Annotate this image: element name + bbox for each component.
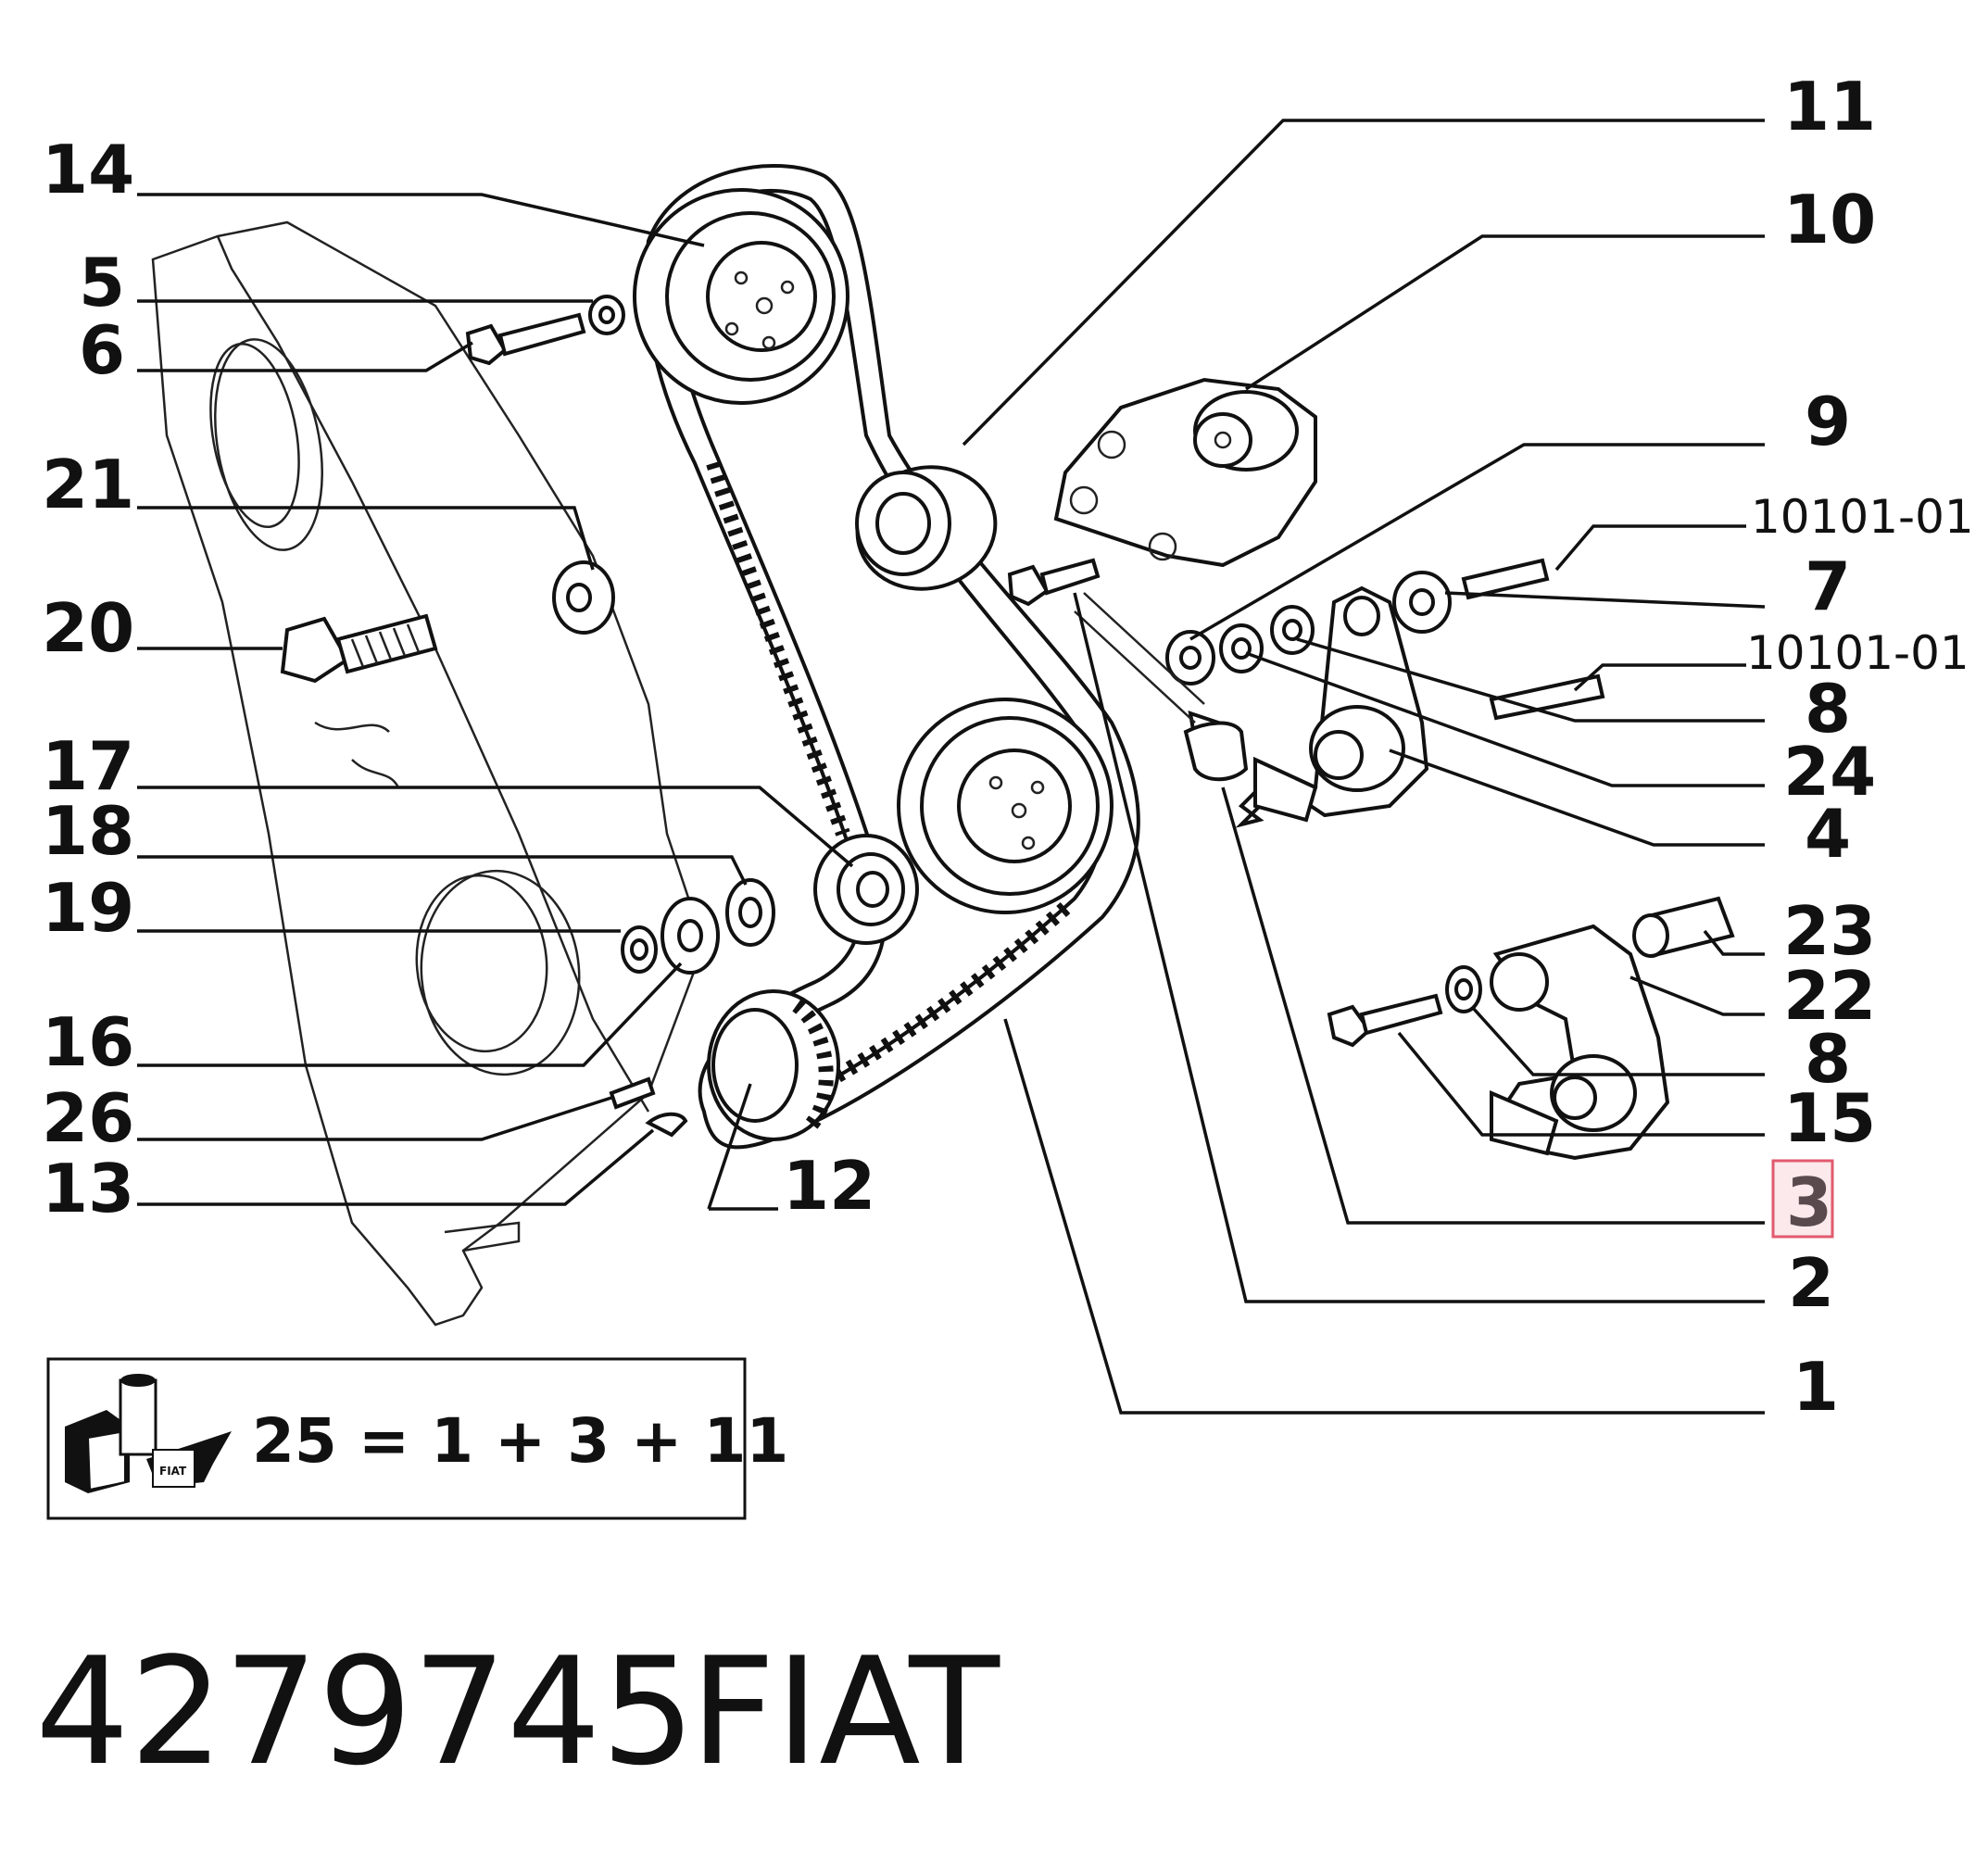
callout-24: 24 [1783,733,1876,811]
callout-9: 9 [1805,383,1851,460]
engine-block-outline [151,220,706,1327]
callout-21: 21 [42,446,134,523]
callout-20: 20 [42,589,134,667]
washer-5 [588,295,625,335]
washer-16 [661,897,720,975]
callout-3-highlight[interactable]: 3 [1771,1159,1834,1241]
washer-8-lower [1445,965,1482,1013]
callout-14: 14 [42,131,134,208]
kit-box: FIAT 25 = 1 + 3 + 11 [46,1357,788,1520]
part-number: 4279745 [35,1625,696,1798]
callout-2: 2 [1788,1244,1834,1322]
kit-formula: 25 = 1 + 3 + 11 [252,1405,788,1477]
idler-pulley [855,465,998,591]
callout-13: 13 [42,1150,134,1227]
stud-8 [1489,673,1605,721]
bracket-22 [1490,924,1670,1161]
tensioner-roller [813,834,919,945]
bolt-15 [1327,993,1443,1048]
bolt-2 [1007,558,1101,607]
bolt-20 [280,613,438,684]
callout-6: 6 [79,311,125,389]
callout-5: 5 [79,244,125,321]
callout-10101-01-upper: 10101-01 [1751,490,1974,544]
highlight-box [1771,1159,1834,1239]
callout-11: 11 [1783,68,1876,145]
callout-3: 3 [1786,1164,1832,1241]
callout-23: 23 [1783,892,1876,970]
stud-7 [1392,558,1550,634]
callout-12: 12 [783,1147,875,1225]
kit-icon-text: FIAT [159,1465,187,1478]
callout-1: 1 [1793,1348,1839,1426]
crankshaft-sprocket [707,989,840,1141]
callout-7: 7 [1805,547,1851,625]
washer-24 [1219,623,1264,673]
brand-name: FIAT [690,1625,1000,1798]
bracket-10 [1053,377,1317,568]
callout-18: 18 [42,792,134,870]
callout-15: 15 [1783,1079,1876,1157]
callout-22: 22 [1783,957,1876,1035]
key-13 [645,1112,688,1138]
callout-8-upper: 8 [1805,670,1851,748]
washer-19 [621,925,658,974]
leader-lines [137,119,1766,1415]
callout-10101-01-lower: 10101-01 [1746,626,1969,680]
washer-4 [1270,605,1315,655]
callout-26: 26 [42,1079,134,1157]
washer-18 [725,878,775,947]
callout-17: 17 [42,727,134,805]
callout-19: 19 [42,869,134,947]
washer-21 [552,560,615,635]
stud-shaft [1074,592,1249,782]
callout-8-lower: 8 [1805,1020,1851,1098]
camshaft-pulley [633,188,849,405]
pin-26 [609,1076,656,1110]
injection-pump-pulley [897,698,1114,914]
callout-4: 4 [1805,795,1851,873]
timing-belt [644,164,1140,1150]
kit-icon: FIAT [65,1374,232,1493]
callout-10: 10 [1783,181,1876,258]
bolt-6 [465,312,586,366]
nut-9 [1165,630,1215,686]
callout-16: 16 [42,1003,134,1081]
tensioner-arm-3 [1188,585,1429,828]
